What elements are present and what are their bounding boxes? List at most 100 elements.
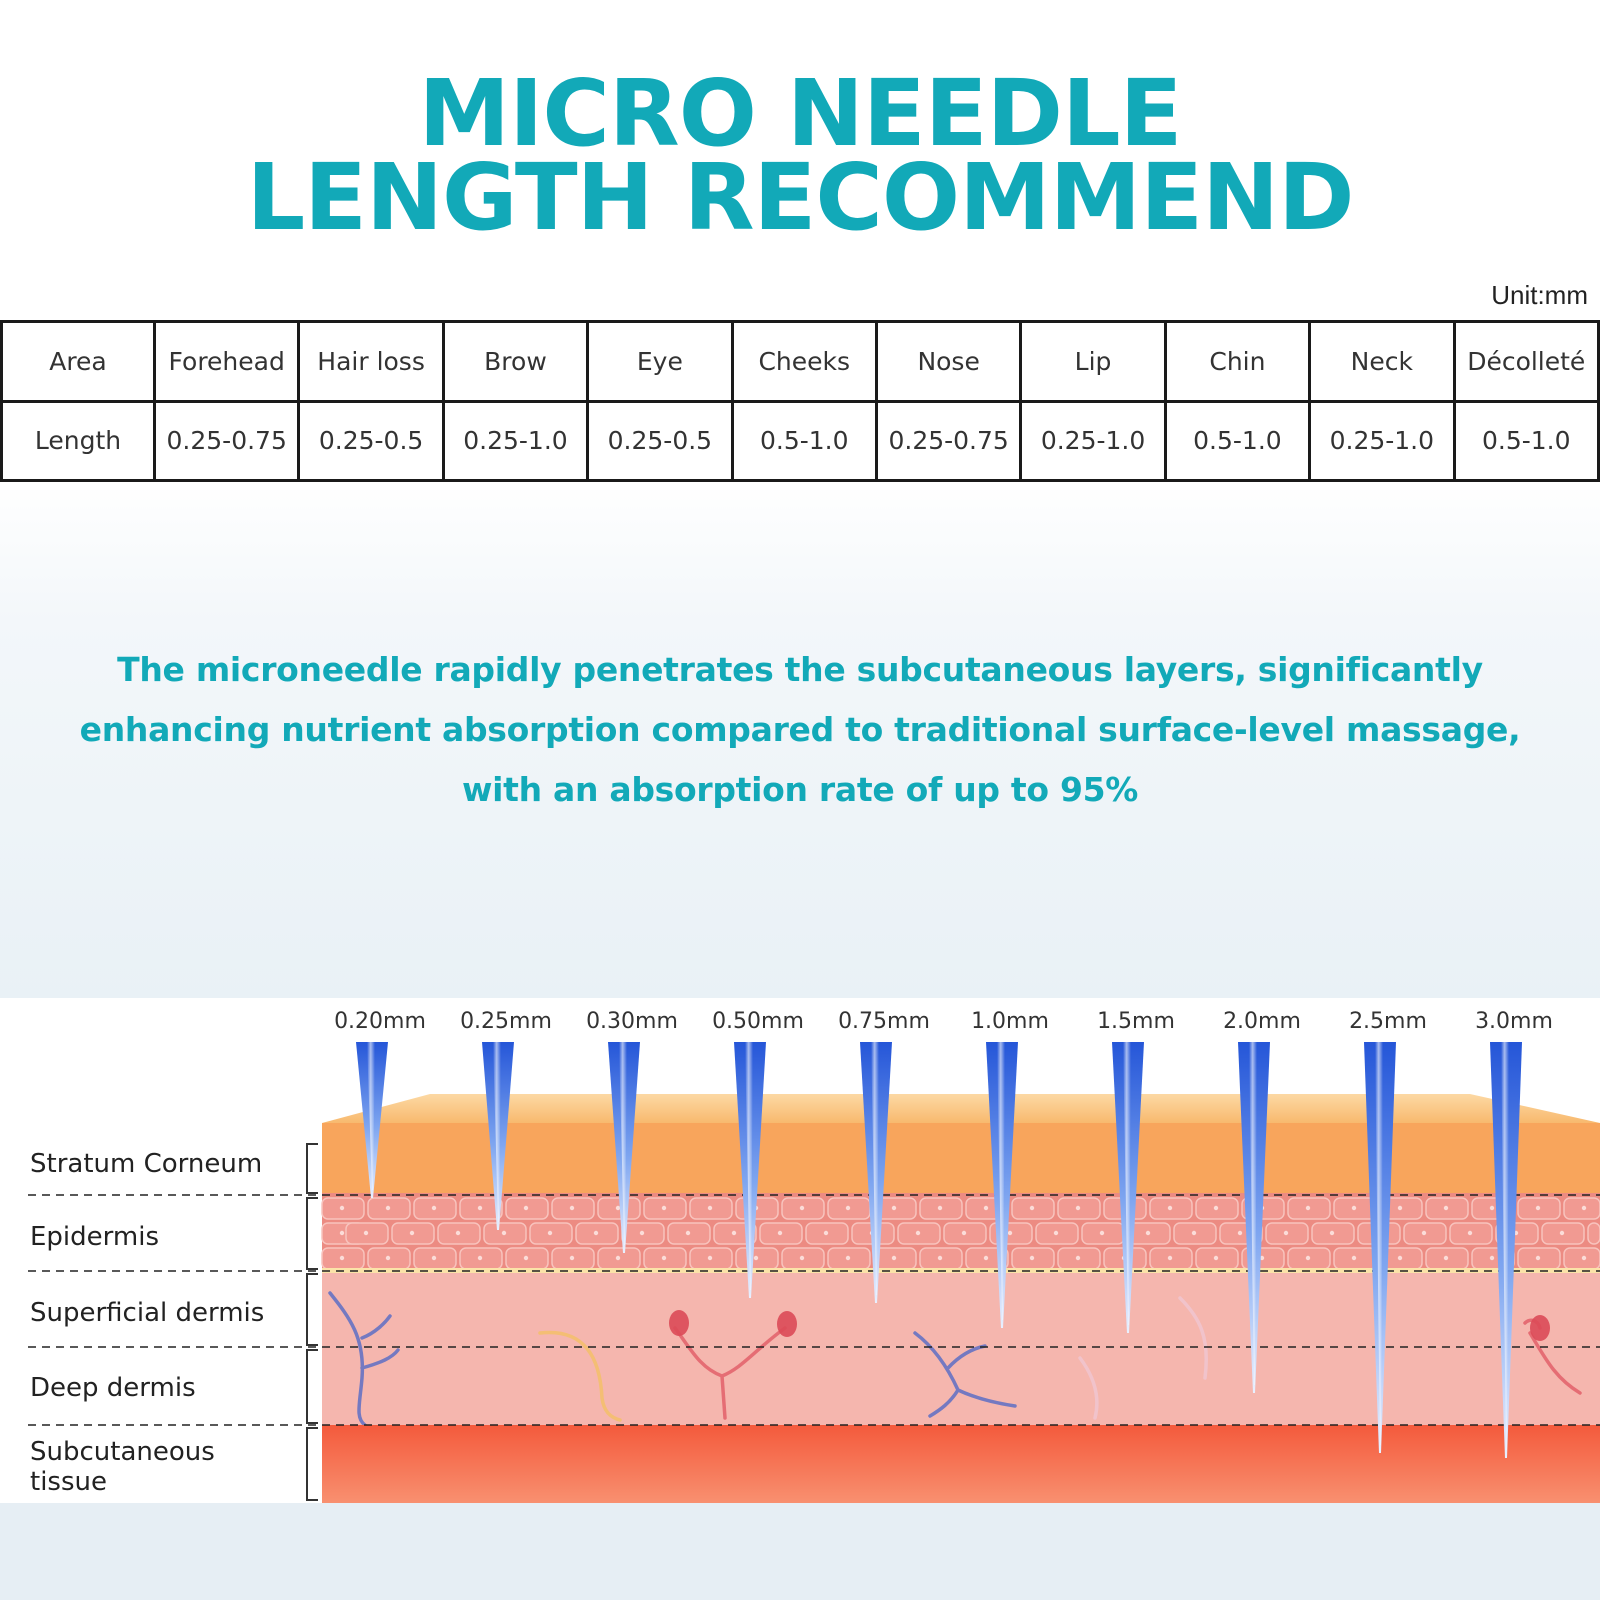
cell-nucleus xyxy=(1443,1255,1449,1261)
cell-nucleus xyxy=(1397,1255,1403,1261)
needle-length-label: 0.20mm xyxy=(334,1009,426,1034)
blood-vessel xyxy=(1078,1296,1208,1420)
table-cell: 0.25-1.0 xyxy=(1019,399,1167,482)
table-header-cell: Chin xyxy=(1163,320,1312,403)
blood-vessel xyxy=(538,1330,622,1422)
cell-nucleus xyxy=(1535,1255,1541,1261)
layer-label-epidermis: Epidermis xyxy=(30,1222,159,1252)
table-cell: Length xyxy=(0,399,156,482)
table-cell: 0.25-1.0 xyxy=(441,399,590,482)
cell-nucleus xyxy=(937,1255,943,1261)
table-header-cell: Cheeks xyxy=(730,320,878,403)
cell-nucleus xyxy=(707,1205,713,1211)
cell-nucleus xyxy=(1053,1230,1059,1236)
cell-nucleus xyxy=(1535,1205,1541,1211)
cell-nucleus xyxy=(1167,1255,1173,1261)
cell-nucleus xyxy=(1467,1230,1473,1236)
cell-nucleus xyxy=(615,1255,621,1261)
cell-nucleus xyxy=(1351,1205,1357,1211)
stratum-corneum-layer xyxy=(322,1123,1600,1193)
cell-nucleus xyxy=(431,1205,437,1211)
cell-nucleus xyxy=(753,1255,759,1261)
dermis-layer xyxy=(322,1273,1600,1425)
cell-nucleus xyxy=(1075,1205,1081,1211)
cell-nucleus xyxy=(1581,1205,1587,1211)
table-cell: 0.25-0.5 xyxy=(297,399,445,482)
needle-highlight xyxy=(745,1042,753,1290)
layer-label-subcutaneous-tissue: Subcutaneous tissue xyxy=(30,1437,223,1497)
cell-nucleus xyxy=(845,1255,851,1261)
cell-nucleus xyxy=(661,1205,667,1211)
cell-nucleus xyxy=(1443,1205,1449,1211)
cell-nucleus xyxy=(363,1230,369,1236)
cell-nucleus xyxy=(685,1230,691,1236)
skin-top-surface xyxy=(322,1094,1600,1123)
cell-nucleus xyxy=(983,1205,989,1211)
cell-nucleus xyxy=(1167,1205,1173,1211)
epidermis-cell xyxy=(1587,1222,1600,1245)
cell-nucleus xyxy=(1029,1205,1035,1211)
cell-nucleus xyxy=(891,1255,897,1261)
skin-layer-diagram: Stratum Corneum Epidermis Superficial de… xyxy=(0,998,1600,1503)
needle-highlight xyxy=(1501,1042,1509,1450)
table-cell: 0.25-1.0 xyxy=(1308,399,1456,482)
cell-nucleus xyxy=(1283,1230,1289,1236)
cell-nucleus xyxy=(385,1255,391,1261)
needle-highlight xyxy=(1249,1042,1257,1385)
hair-bulb xyxy=(1530,1315,1550,1341)
cell-nucleus xyxy=(777,1230,783,1236)
needle-highlight xyxy=(493,1042,501,1222)
cell-nucleus xyxy=(1075,1255,1081,1261)
cell-nucleus xyxy=(523,1255,529,1261)
cell-nucleus xyxy=(961,1230,967,1236)
table-header-cell: Hair loss xyxy=(297,320,445,403)
cell-nucleus xyxy=(1305,1205,1311,1211)
cell-nucleus xyxy=(1213,1255,1219,1261)
cell-nucleus xyxy=(937,1205,943,1211)
cell-nucleus xyxy=(615,1205,621,1211)
table-cell: 0.5-1.0 xyxy=(730,399,878,482)
cell-nucleus xyxy=(339,1205,345,1211)
layer-label-deep-dermis: Deep dermis xyxy=(30,1373,196,1403)
subcutaneous-layer xyxy=(322,1425,1600,1503)
layer-boundaries xyxy=(28,1194,1600,1426)
table-cell: 0.25-0.75 xyxy=(874,399,1023,482)
needle-highlight xyxy=(619,1042,627,1245)
cell-nucleus xyxy=(1029,1255,1035,1261)
cell-nucleus xyxy=(523,1205,529,1211)
cell-nucleus xyxy=(339,1230,345,1236)
cell-nucleus xyxy=(823,1230,829,1236)
needle-length-label: 0.30mm xyxy=(586,1009,678,1034)
cell-nucleus xyxy=(569,1255,575,1261)
cell-nucleus xyxy=(1559,1230,1565,1236)
cell-nucleus xyxy=(845,1205,851,1211)
table-header-cell: Neck xyxy=(1308,320,1456,403)
needle-length-label: 3.0mm xyxy=(1475,1009,1553,1034)
cell-nucleus xyxy=(1145,1230,1151,1236)
cell-nucleus xyxy=(707,1255,713,1261)
cell-nucleus xyxy=(639,1230,645,1236)
layer-label-stratum-corneum: Stratum Corneum xyxy=(30,1149,262,1179)
page-title-line1: MICRO NEEDLE xyxy=(418,60,1183,167)
cell-nucleus xyxy=(409,1230,415,1236)
table-header-cell: Area xyxy=(0,320,156,403)
cell-nucleus xyxy=(1259,1255,1265,1261)
cell-nucleus xyxy=(1581,1255,1587,1261)
description-text: The microneedle rapidly penetrates the s… xyxy=(79,650,1521,809)
table-header-cell: Brow xyxy=(441,320,590,403)
cell-nucleus xyxy=(501,1230,507,1236)
needle-length-label: 1.0mm xyxy=(971,1009,1049,1034)
cell-nucleus xyxy=(1007,1230,1013,1236)
basement-membrane xyxy=(322,1268,1600,1273)
cell-nucleus xyxy=(1397,1205,1403,1211)
table-header-cell: Nose xyxy=(874,320,1023,403)
hair-bulb xyxy=(777,1311,797,1337)
cell-nucleus xyxy=(455,1230,461,1236)
cell-nucleus xyxy=(799,1205,805,1211)
blood-vessel xyxy=(328,1291,400,1427)
cell-nucleus xyxy=(1213,1205,1219,1211)
cell-nucleus xyxy=(593,1230,599,1236)
needle-highlight xyxy=(997,1042,1005,1320)
